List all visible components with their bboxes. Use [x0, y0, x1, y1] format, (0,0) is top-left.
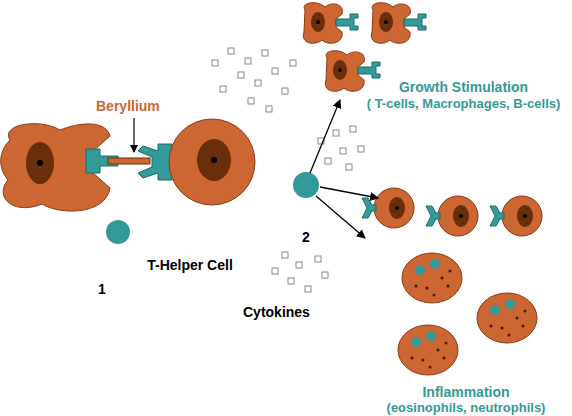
node-heading: Inflammation [360, 384, 572, 400]
cytokine-particle [272, 268, 278, 274]
nucleolus [37, 160, 43, 166]
substance-label: Cytokines [243, 304, 310, 320]
b-cell [490, 196, 542, 236]
cytokine-particle [288, 278, 294, 284]
granulocyte-cell [402, 253, 462, 303]
macrophage-cell [426, 196, 478, 236]
cytokine-particles [212, 48, 364, 292]
element-label: Beryllium [96, 98, 160, 114]
cytokine-particle [212, 60, 218, 66]
cytokine-particle [266, 106, 272, 112]
node-heading: T-Helper Cell [125, 257, 255, 273]
cell-label-group: T-Helper Cell [125, 118, 255, 278]
cytokine-particle [238, 72, 244, 78]
cytokine-particle [358, 146, 364, 152]
leader-arrow [133, 118, 134, 152]
callout-number: 1 [98, 281, 106, 297]
granulocyte-cell [398, 325, 458, 375]
cytokine-source: 2 [292, 171, 320, 247]
cell-nucleus [26, 142, 54, 184]
cytokine-particle [318, 138, 324, 144]
granulocyte-cell [477, 293, 537, 343]
cytokine-particle [340, 148, 346, 154]
cytokine-particle [350, 126, 356, 132]
cytokine-particle [322, 272, 328, 278]
cytokine-source-circle [293, 172, 319, 198]
node-body: (eosinophils, neutrophils) [360, 401, 572, 416]
t-helper-cell [169, 119, 255, 205]
macrophage-cell [362, 188, 414, 228]
growth-stimulation-group: Growth Stimulation ( T-cells, Macrophages… [325, 0, 572, 236]
cytokine-molecule [106, 220, 130, 244]
cytokine-particle [315, 256, 321, 262]
cytokine-particle [245, 58, 251, 64]
cytokine-source-circle [292, 171, 320, 199]
node-heading: Growth Stimulation [355, 79, 572, 95]
inflammation-group: Inflammation(eosinophils, neutrophils) [360, 236, 572, 416]
signal-arrow [310, 100, 340, 173]
cytokine-particle [220, 86, 226, 92]
cytokine-particle [228, 48, 234, 54]
cytokine-particle [346, 164, 352, 170]
signal-arrow [320, 187, 378, 198]
cytokine-particle [325, 158, 331, 164]
cytokine-particle [255, 80, 261, 86]
cell-nucleus [197, 139, 231, 181]
t-cell [303, 3, 358, 44]
cytokine-particle [262, 50, 268, 56]
cytokine-particle [290, 60, 296, 66]
cytokine-particle [282, 88, 288, 94]
cytokine-particle [333, 130, 339, 136]
cytokine-particle [272, 68, 278, 74]
beryllium-rod [108, 158, 150, 164]
signal-arrow [316, 196, 365, 238]
cytokine-particle [282, 252, 288, 258]
node-heading: 2 [292, 229, 320, 245]
node-body: ( T-cells, Macrophages, B-cells) [355, 97, 572, 112]
cytokine-particle [248, 98, 254, 104]
t-cell [371, 3, 426, 44]
cytokine-particle [296, 262, 302, 268]
cytokine-particle [305, 286, 311, 292]
nucleolus [211, 157, 217, 163]
t-cell [325, 51, 380, 92]
